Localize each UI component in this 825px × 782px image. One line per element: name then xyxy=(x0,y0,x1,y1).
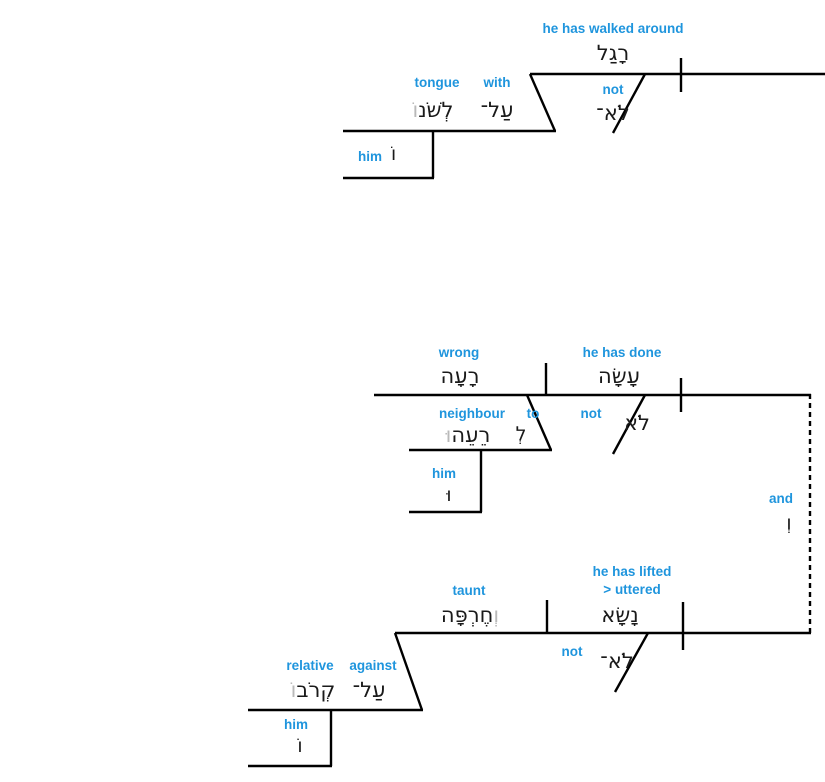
clause-2-pp-object-gloss: neighbour xyxy=(439,406,505,421)
clause-3-pronoun-gloss: him xyxy=(283,717,309,732)
clause-3-pp-object-hebrew-stem: קְרֹב xyxy=(296,678,336,702)
clause-1-predicate-gloss: he has walked around xyxy=(542,21,684,36)
clause-3-object-gloss: taunt xyxy=(452,583,486,598)
clause-3-negation-gloss: not xyxy=(561,644,583,659)
clause-3-pp-object-hebrew: קְרֹבוֹ xyxy=(290,678,336,702)
clause-3-pp-object-hebrew-suffix: וֹ xyxy=(290,678,297,702)
clause-3-object-hebrew-prefix: וְ xyxy=(493,603,500,627)
clause-3-negation-hebrew: לֹא־ xyxy=(600,649,634,673)
clause-2-pronoun-hebrew: וּ xyxy=(446,484,452,506)
clause-3-predicate-gloss-line1: he has lifted xyxy=(592,564,672,579)
clause-3-pp-riser xyxy=(393,632,424,711)
clause-2-pp-object-hebrew-suffix: וּ xyxy=(445,423,452,447)
clause-1-preposition-gloss: with xyxy=(483,75,511,90)
clause-1-negation-hebrew: לֹא־ xyxy=(596,101,630,125)
clause-1-negation-gloss: not xyxy=(602,82,624,97)
clause-2-negation-gloss: not xyxy=(580,406,602,421)
clause-3-predicate-gloss: he has lifted > uttered xyxy=(593,563,672,599)
clause-2-pp-object-hebrew-stem: רֵעֵה xyxy=(451,423,491,447)
clause-3-predicate-hebrew: נָשָׂא xyxy=(601,603,639,627)
clause-3-predicate-gloss-line2: > uttered xyxy=(603,582,661,598)
clause-2-predicate-gloss: he has done xyxy=(582,345,662,360)
clause-2-object-gloss: wrong xyxy=(438,345,480,360)
clause-1-preposition-hebrew: עַל־ xyxy=(480,98,514,122)
clause-3-preposition-hebrew: עַל־ xyxy=(352,678,386,702)
clause-1-pronoun-gloss: him xyxy=(358,149,383,164)
clause-2-object-hebrew: רָעָה xyxy=(440,364,480,388)
clause-1-pp-riser xyxy=(528,73,557,132)
clause-1-object-gloss: tongue xyxy=(414,75,460,90)
conjunction-hebrew: וְ xyxy=(786,512,792,534)
clause-1-object-hebrew: לְשֹׁנוֹ xyxy=(412,98,454,122)
clause-1-object-hebrew-suffix: וֹ xyxy=(412,98,419,122)
clause-3-object-hebrew: וְחֶרְפָּה xyxy=(440,603,500,627)
conjunction-gloss: and xyxy=(768,491,794,506)
clause-2-negation-hebrew: לֹא xyxy=(624,411,650,435)
clause-1-pronoun-hebrew: וֹ xyxy=(391,143,397,165)
clause-3-preposition-gloss: against xyxy=(349,658,397,673)
clause-2-preposition-gloss: to xyxy=(526,406,540,421)
clause-2-pronoun-gloss: him xyxy=(431,466,457,481)
clause-2-predicate-hebrew: עָשָׂה xyxy=(598,364,640,388)
clause-2-preposition-hebrew: לְ xyxy=(515,423,527,445)
clause-2-pp-object-hebrew: רֵעֵהוּ xyxy=(445,423,491,447)
clause-1-predicate-hebrew: רָגַל xyxy=(596,41,630,65)
clause-1-object-hebrew-stem: לְשֹׁנ xyxy=(418,98,454,122)
clause-3-pp-object-gloss: relative xyxy=(286,658,334,673)
clause-3-object-hebrew-stem: חֶרְפָּה xyxy=(440,603,494,627)
clause-3-pronoun-hebrew: וֹ xyxy=(297,735,303,757)
